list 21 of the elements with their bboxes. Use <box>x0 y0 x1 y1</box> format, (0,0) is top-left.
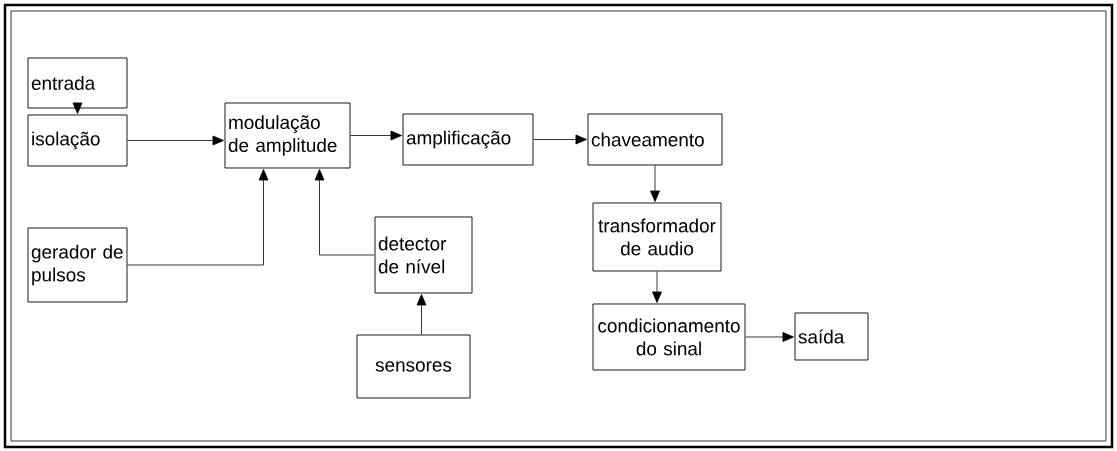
process-box: detector de nível <box>374 216 473 294</box>
process-box: chaveamento <box>587 113 723 166</box>
arrow <box>416 294 427 335</box>
process-box: condicionamento do sinal <box>592 303 746 371</box>
arrow <box>350 130 402 141</box>
arrow <box>745 332 794 342</box>
arrow <box>650 165 660 202</box>
arrow <box>533 134 587 145</box>
process-box: saída <box>794 312 869 361</box>
arrow <box>652 271 662 303</box>
process-box: amplificação <box>402 113 534 166</box>
process-box: isolação <box>27 114 128 167</box>
arrow <box>127 135 224 146</box>
process-box: gerador de pulsos <box>27 227 128 303</box>
process-box: entrada <box>27 57 128 109</box>
process-box: modulação de amplitude <box>224 102 351 169</box>
process-box: sensores <box>356 334 471 399</box>
arrow <box>127 169 269 266</box>
arrow <box>314 169 375 256</box>
process-box: transformador de audio <box>592 202 722 272</box>
arrow <box>72 102 83 114</box>
